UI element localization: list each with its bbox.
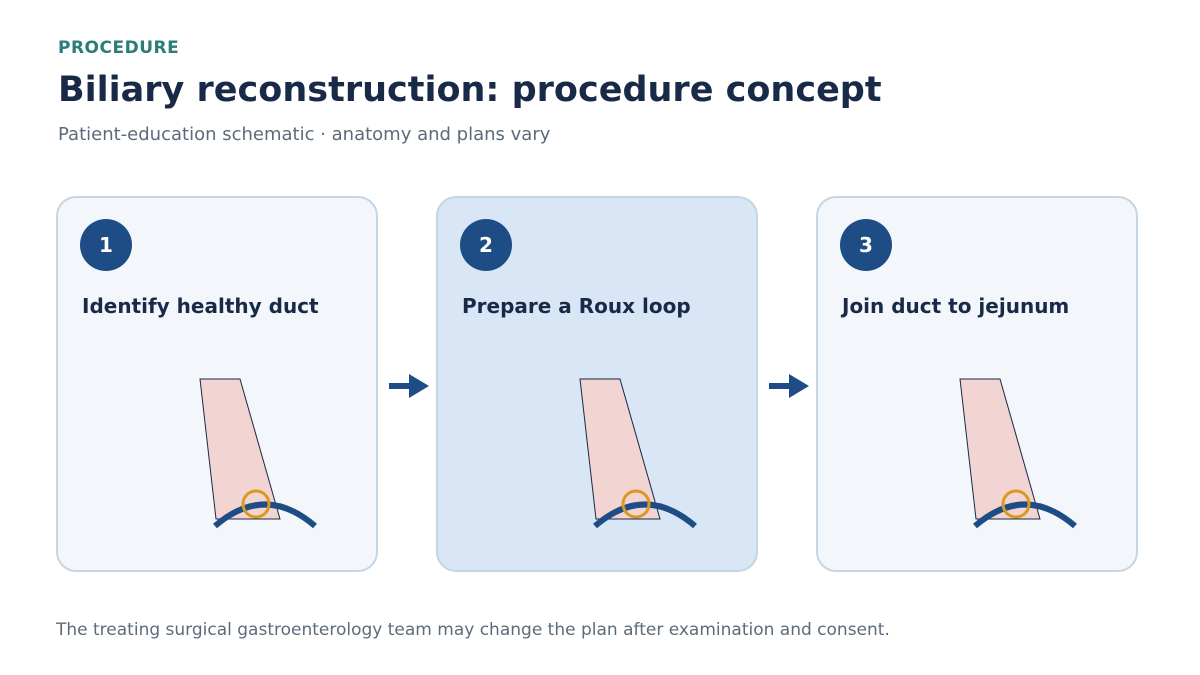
anastomosis-ring [1001, 489, 1031, 519]
anastomosis-ring [241, 489, 271, 519]
step-number-badge: 2 [460, 219, 512, 271]
bile-duct-shape [199, 378, 281, 520]
arrow-right-icon [389, 374, 429, 398]
duct-jejunum-illustration [199, 378, 317, 529]
jejunum-loop-arc [593, 501, 697, 529]
duct-jejunum-illustration [579, 378, 697, 529]
jejunum-loop-arc [213, 501, 317, 529]
step-card-3: 3 Join duct to jejunum [816, 196, 1138, 572]
anastomosis-ring [621, 489, 651, 519]
jejunum-loop-arc [973, 501, 1077, 529]
eyebrow-label: PROCEDURE [58, 38, 180, 58]
bile-duct-shape [959, 378, 1041, 520]
arrow-right-icon [769, 374, 809, 398]
step-title: Join duct to jejunum [842, 294, 1070, 318]
step-card-1: 1 Identify healthy duct [56, 196, 378, 572]
page-title: Biliary reconstruction: procedure concep… [58, 70, 882, 110]
step-title: Identify healthy duct [82, 294, 319, 318]
bile-duct-shape [579, 378, 661, 520]
footer-note: The treating surgical gastroenterology t… [56, 620, 890, 640]
step-number-badge: 3 [840, 219, 892, 271]
step-number-badge: 1 [80, 219, 132, 271]
step-title: Prepare a Roux loop [462, 294, 691, 318]
page-subtitle: Patient-education schematic · anatomy an… [58, 124, 551, 145]
step-card-2: 2 Prepare a Roux loop [436, 196, 758, 572]
duct-jejunum-illustration [959, 378, 1077, 529]
